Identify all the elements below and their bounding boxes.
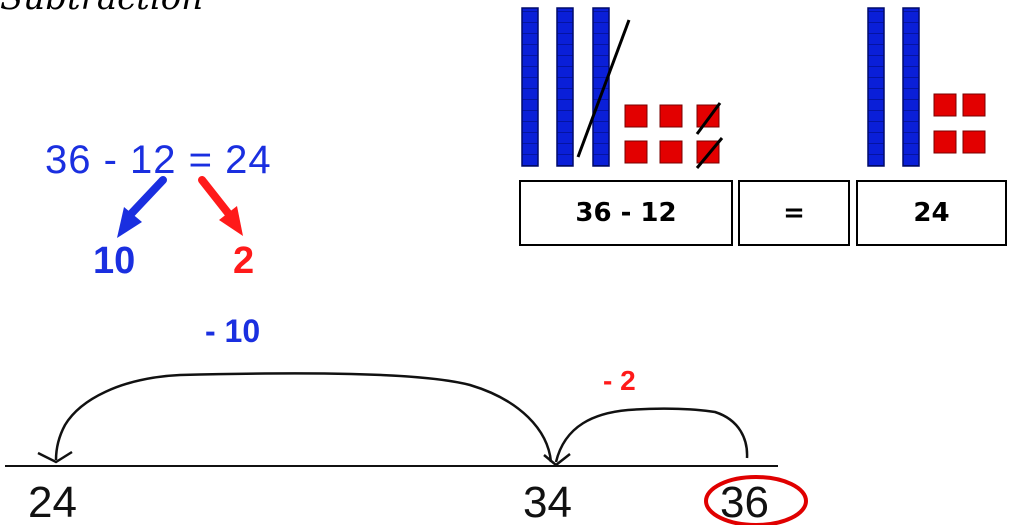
left-tens-rods [521, 7, 610, 167]
number-line-mark-34: 34 [523, 478, 572, 527]
cross-out-rod [576, 19, 631, 158]
jump-arc-tens [54, 372, 553, 463]
right-ones-cubes [933, 93, 986, 154]
jump-ones-label: - 2 [603, 365, 636, 396]
right-tens-rods [867, 7, 920, 167]
partition-arrow-tens [117, 176, 167, 238]
number-line-mark-24: 24 [28, 478, 77, 527]
page-title: Subtraction [0, 0, 203, 18]
cross-out-cube [695, 102, 722, 135]
jump-arc-ones [554, 407, 749, 463]
equals-box: = [738, 180, 850, 246]
expression-box: 36 - 12 [519, 180, 733, 246]
jump-arrowhead-ones [543, 453, 571, 467]
answer-circle [704, 475, 808, 525]
equation: 36 - 12 = 24 [45, 138, 272, 182]
partition-arrow-ones [198, 176, 243, 236]
result-box: 24 [856, 180, 1007, 246]
left-ones-cubes [624, 104, 720, 164]
jump-arrowhead-tens [37, 450, 73, 464]
jump-tens-label: - 10 [205, 313, 261, 349]
cross-out-cube [695, 137, 724, 169]
partition-tens: 10 [93, 240, 136, 282]
partition-ones: 2 [233, 240, 255, 282]
number-line-mark-36: 36 [720, 478, 769, 527]
